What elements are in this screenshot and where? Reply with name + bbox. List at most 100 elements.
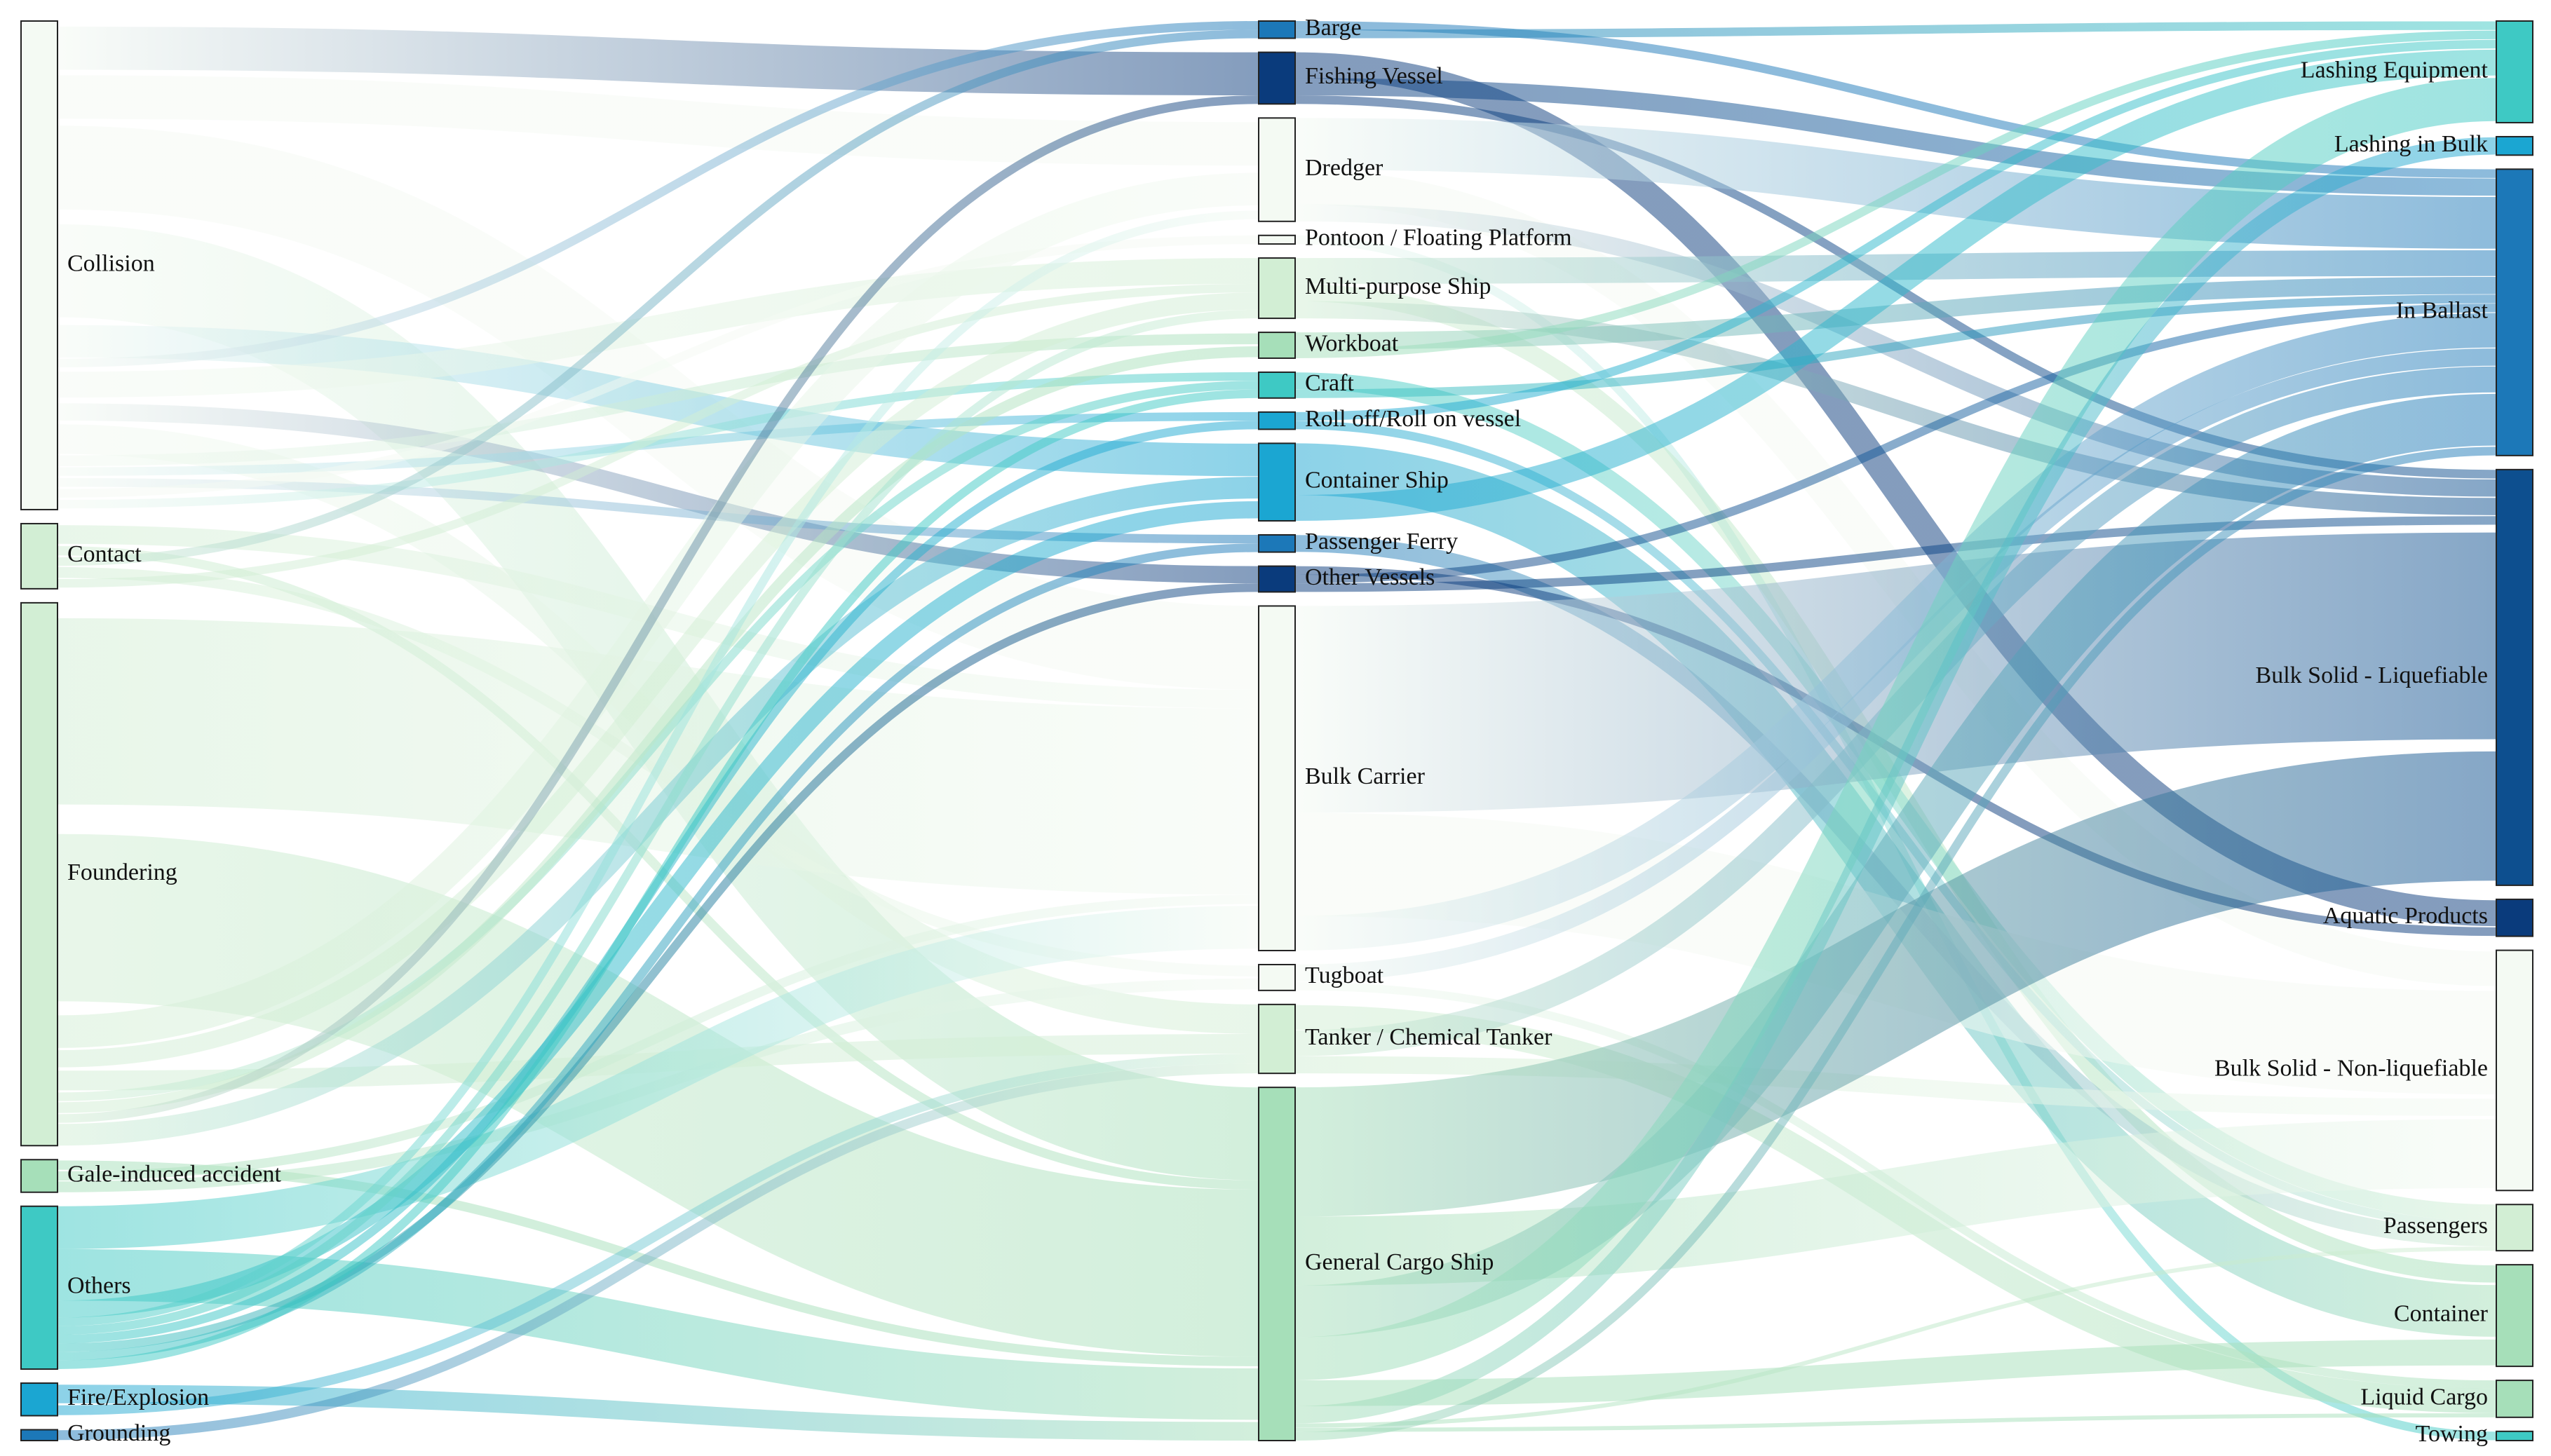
label-multi: Multi-purpose Ship <box>1305 273 1491 299</box>
node-tanker <box>1258 1003 1296 1075</box>
flow-link <box>57 389 1259 1370</box>
node-multi <box>1258 257 1296 320</box>
label-towing: Towing <box>2416 1421 2488 1447</box>
flow-link <box>57 75 1259 166</box>
flow-link <box>1294 39 2497 421</box>
node-workboat <box>1258 332 1296 359</box>
label-bulk: Bulk Carrier <box>1305 763 1426 789</box>
label-container_ship: Container Ship <box>1305 467 1449 493</box>
label-roro: Roll off/Roll on vessel <box>1305 406 1521 432</box>
flow-link <box>1294 751 2497 1217</box>
label-pontoon: Pontoon / Floating Platform <box>1305 225 1572 251</box>
links-layer <box>57 21 2497 1441</box>
flow-link <box>57 292 1259 1068</box>
flow-link <box>57 346 1259 1113</box>
label-aquatic: Aquatic Products <box>2323 903 2488 929</box>
label-ballast: In Ballast <box>2396 297 2489 323</box>
label-workboat: Workboat <box>1305 330 1399 356</box>
label-others: Others <box>67 1273 131 1299</box>
flow-link <box>57 283 1259 588</box>
label-general: General Cargo Ship <box>1305 1249 1494 1275</box>
label-tugboat: Tugboat <box>1305 962 1384 988</box>
flow-link <box>57 21 1259 368</box>
label-lashing_bulk: Lashing in Bulk <box>2334 131 2488 157</box>
flow-link <box>57 546 1259 1190</box>
flow-link <box>57 906 1259 1249</box>
node-pontoon <box>1258 234 1296 245</box>
label-othervessels: Other Vessels <box>1305 564 1435 590</box>
flow-link <box>1294 137 2497 1424</box>
label-collision: Collision <box>67 250 155 276</box>
node-ballast <box>2496 168 2533 456</box>
label-fire: Fire/Explosion <box>67 1384 209 1410</box>
node-liquid <box>2496 1380 2533 1418</box>
node-barge <box>1258 20 1296 39</box>
flow-link <box>1294 49 2497 521</box>
flow-link <box>1294 348 2497 982</box>
label-ferry: Passenger Ferry <box>1305 529 1458 554</box>
flow-link <box>1294 78 2497 1380</box>
node-ferry <box>1258 533 1296 553</box>
flow-link <box>57 618 1259 895</box>
node-general <box>1258 1087 1296 1442</box>
node-container <box>2496 1264 2533 1368</box>
flow-link <box>1294 30 2497 358</box>
node-bulk <box>1258 605 1296 951</box>
node-tugboat <box>1258 963 1296 991</box>
flow-link <box>57 1063 1259 1441</box>
node-others <box>20 1205 58 1370</box>
label-liquid: Liquid Cargo <box>2360 1384 2488 1410</box>
flow-link <box>1294 1339 2497 1406</box>
label-lashing_eq: Lashing Equipment <box>2301 57 2489 83</box>
flow-link <box>57 29 1259 566</box>
node-contact <box>20 522 58 590</box>
flow-link <box>1294 21 2497 39</box>
node-passengers <box>2496 1204 2533 1252</box>
flow-link <box>57 309 1259 1335</box>
label-fishing: Fishing Vessel <box>1305 63 1443 89</box>
flow-link <box>57 501 1259 1318</box>
flow-link <box>1294 447 2497 1441</box>
flow-link <box>57 1054 1259 1415</box>
flow-link <box>57 894 1259 1181</box>
flow-link <box>57 210 1259 1326</box>
node-fishing <box>1258 51 1296 105</box>
node-roro <box>1258 411 1296 430</box>
node-lashing_eq <box>2496 20 2533 123</box>
node-bulk_liq <box>2496 468 2533 886</box>
flow-link <box>1294 1413 2497 1432</box>
flow-link <box>1294 294 2497 398</box>
label-grounding: Grounding <box>67 1420 170 1446</box>
flow-link <box>1294 250 2497 284</box>
flow-link <box>1294 1246 2497 1428</box>
node-fire <box>20 1382 58 1417</box>
flow-link <box>1294 304 2497 584</box>
label-dredger: Dredger <box>1305 155 1383 181</box>
label-passengers: Passengers <box>2383 1213 2488 1239</box>
label-foundering: Foundering <box>67 859 177 885</box>
label-craft: Craft <box>1305 370 1354 396</box>
label-bulk_liq: Bulk Solid - Liquefiable <box>2256 662 2488 688</box>
label-contact: Contact <box>67 541 142 567</box>
flow-link <box>57 477 1259 1146</box>
flow-link <box>1294 313 2497 951</box>
label-bulk_nonliq: Bulk Solid - Non-liquefiable <box>2214 1056 2488 1082</box>
node-towing <box>2496 1430 2533 1441</box>
node-dredger <box>1258 117 1296 222</box>
label-container: Container <box>2394 1300 2489 1326</box>
flow-link <box>57 95 1259 1123</box>
node-grounding <box>20 1429 58 1442</box>
flow-link <box>57 1384 1259 1441</box>
flow-link <box>57 258 1259 398</box>
node-othervessels <box>1258 565 1296 593</box>
node-foundering <box>20 601 58 1147</box>
node-collision <box>20 20 58 510</box>
label-barge: Barge <box>1305 15 1362 41</box>
label-gale: Gale-induced accident <box>67 1161 281 1187</box>
node-gale <box>20 1159 58 1193</box>
node-bulk_nonliq <box>2496 949 2533 1192</box>
flow-link <box>1294 516 2497 592</box>
